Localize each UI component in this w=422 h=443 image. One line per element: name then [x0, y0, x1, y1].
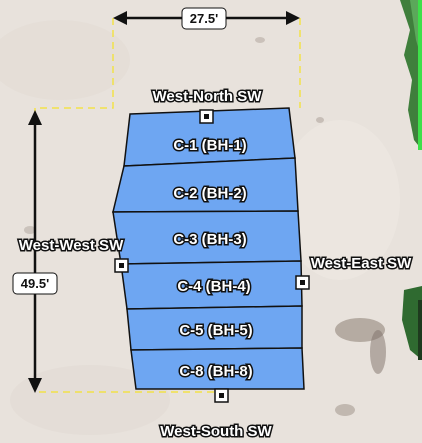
- length-dimension-label: 49.5': [21, 276, 49, 291]
- cell-label: C-4 (BH-4): [177, 278, 250, 295]
- length-dimension: 49.5': [12, 110, 58, 393]
- cell-5[interactable]: C-5 (BH-5): [126, 305, 303, 351]
- vegetation-area: [400, 0, 422, 360]
- north-sample-marker[interactable]: [199, 109, 214, 124]
- sample-markers: [114, 109, 310, 403]
- arrow-left-icon: [113, 11, 127, 25]
- cell-label: C-8 (BH-8): [179, 363, 252, 380]
- arrow-right-icon: [286, 11, 300, 25]
- east-sample-marker[interactable]: [295, 275, 310, 290]
- cell-1[interactable]: C-1 (BH-1): [123, 107, 296, 167]
- north-sample-label: West-North SW: [153, 88, 263, 105]
- west-sample-label: West-West SW: [19, 237, 124, 254]
- south-sample-label: West-South SW: [160, 423, 272, 440]
- cell-label: C-5 (BH-5): [179, 322, 252, 339]
- south-sample-marker[interactable]: [214, 388, 229, 403]
- cell-label: C-3 (BH-3): [173, 231, 246, 248]
- arrow-up-icon: [28, 110, 42, 125]
- east-sample-label: West-East SW: [311, 255, 412, 272]
- cell-2[interactable]: C-2 (BH-2): [112, 157, 299, 213]
- cell-6[interactable]: C-8 (BH-8): [130, 347, 305, 390]
- cell-label: C-1 (BH-1): [173, 137, 246, 154]
- cell-grid: C-1 (BH-1) C-2 (BH-2) C-3 (BH-3) C-4 (BH-4)…: [112, 107, 305, 390]
- west-sample-marker[interactable]: [114, 258, 129, 273]
- cell-4[interactable]: C-4 (BH-4): [120, 260, 303, 310]
- width-dimension-label: 27.5': [190, 11, 218, 26]
- excavation-boundary: [34, 18, 301, 393]
- arrow-down-icon: [28, 378, 42, 393]
- cell-3[interactable]: C-3 (BH-3): [112, 210, 302, 265]
- width-dimension: 27.5': [113, 7, 300, 30]
- cell-polygon[interactable]: [130, 347, 305, 390]
- cell-label: C-2 (BH-2): [173, 185, 246, 202]
